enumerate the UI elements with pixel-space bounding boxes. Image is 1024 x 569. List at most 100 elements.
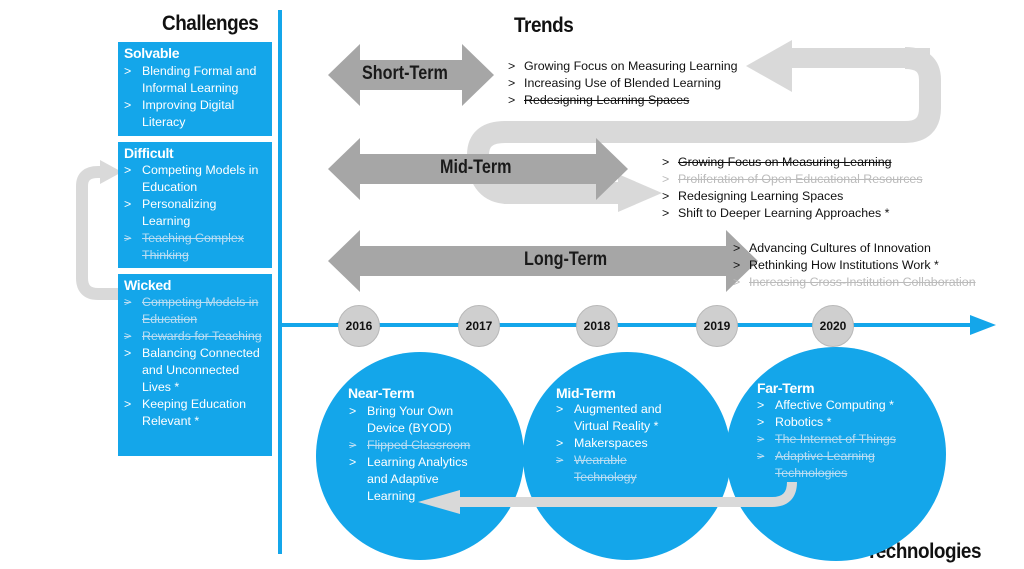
year-marker: 2020 [812, 305, 854, 347]
trend-item-text: Proliferation of Open Educational Resour… [678, 172, 923, 186]
timeline-axis [282, 323, 972, 327]
trend-item: > Redesigning Learning Spaces [508, 92, 689, 109]
bullet-arrow-icon: > [662, 189, 670, 203]
challenge-item-text: Relevant * [142, 414, 200, 428]
return-arrow-path [458, 481, 797, 507]
challenge-item-text: Keeping Education [142, 397, 247, 411]
challenge-box-title: Wicked [124, 277, 172, 293]
challenges-heading: Challenges [162, 12, 259, 35]
bullet-arrow-icon: > [757, 449, 765, 463]
bullet-arrow-icon: > [733, 258, 741, 272]
short-term-arrow [328, 44, 494, 106]
year-marker: 2018 [576, 305, 618, 347]
bullet-arrow-icon: > [757, 432, 765, 446]
trends-heading: Trends [514, 14, 574, 37]
technology-item-text: and Adaptive [367, 472, 439, 486]
challenge-item-text: Literacy [142, 115, 186, 129]
bullet-arrow-icon: > [508, 59, 516, 73]
trend-item: > Redesigning Learning Spaces [662, 188, 843, 205]
trend-item-text: Rethinking How Institutions Work * [749, 258, 939, 272]
bullet-arrow-icon: > [124, 231, 132, 245]
long-term-label: Long-Term [524, 249, 608, 270]
technology-item-text: Virtual Reality * [574, 419, 659, 433]
technology-item: >The Internet of Things [757, 431, 927, 448]
challenge-item-text: Improving Digital [142, 98, 235, 112]
challenge-box-title: Difficult [124, 145, 174, 161]
timeline-arrowhead [970, 315, 996, 335]
challenge-item-text: Competing Models in [142, 163, 259, 177]
challenge-box-difficult: Difficult > Competing Models in Education >… [118, 142, 272, 268]
long-term-arrow [328, 230, 758, 292]
challenge-loop-path [76, 166, 118, 300]
technology-item-text: Wearable [574, 453, 627, 467]
technology-item-text: Learning [367, 489, 416, 503]
bullet-arrow-icon: > [733, 275, 741, 289]
trend-item: >Advancing Cultures of Innovation [733, 240, 931, 257]
trend-loop-arrowhead-right [618, 174, 662, 212]
mid-term-circle [523, 352, 731, 560]
near-term-circle [316, 352, 524, 560]
trend-item-text: Increasing Use of Blended Learning [524, 76, 722, 90]
year-marker: 2017 [458, 305, 500, 347]
year-marker: 2016 [338, 305, 380, 347]
challenge-item-text: Teaching Complex [142, 231, 244, 245]
technology-item-text: Flipped Classroom [367, 438, 471, 452]
bullet-arrow-icon: > [556, 402, 564, 416]
bullet-arrow-icon: > [662, 206, 670, 220]
mid-term-arrow [328, 138, 628, 200]
challenge-item-text: Informal Learning [142, 81, 239, 95]
challenge-item-text: and Unconnected [142, 363, 240, 377]
trend-item-text: Growing Focus on Measuring Learning [524, 59, 738, 73]
technology-item-text: Bring Your Own [367, 404, 454, 418]
technology-item-text: Affective Computing * [775, 398, 894, 412]
technology-item: >Flipped Classroom [349, 437, 519, 454]
bullet-arrow-icon: > [124, 197, 132, 211]
trend-item: >Increasing Cross-Institution Collaborat… [733, 274, 976, 291]
challenge-item-text: Education [142, 180, 198, 194]
trend-item-text: Growing Focus on Measuring Learning [678, 155, 892, 169]
bullet-arrow-icon: > [508, 93, 516, 107]
short-term-label: Short-Term [362, 63, 448, 84]
challenge-loop-arrowhead [100, 160, 122, 184]
bullet-arrow-icon: > [124, 295, 132, 309]
far-term-title: Far-Term [757, 380, 815, 396]
technology-item-text: Makerspaces [574, 436, 648, 450]
trend-item: > Proliferation of Open Educational Resou… [662, 171, 923, 188]
technology-item-text: Learning Analytics [367, 455, 468, 469]
far-term-circle [726, 347, 946, 561]
challenge-item: >Rewards for Teaching [124, 328, 270, 345]
technology-item-text: Robotics * [775, 415, 832, 429]
trend-item-text: Redesigning Learning Spaces [678, 189, 844, 203]
trend-item: >Shift to Deeper Learning Approaches * [662, 205, 889, 222]
bullet-arrow-icon: > [556, 453, 564, 467]
bullet-arrow-icon: > [733, 241, 741, 255]
mid-term-label: Mid-Term [440, 157, 512, 178]
bullet-arrow-icon: > [124, 346, 132, 360]
challenge-item-text: Learning [142, 214, 191, 228]
trend-item: > Rethinking How Institutions Work * [733, 257, 939, 274]
trend-loop-arrowhead-left [746, 40, 792, 92]
trend-item-text: Redesigning Learning Spaces [524, 93, 690, 107]
bullet-arrow-icon: > [662, 172, 670, 186]
challenge-item-text: Personalizing [142, 197, 217, 211]
challenge-item-text: Lives * [142, 380, 180, 394]
bullet-arrow-icon: > [349, 455, 357, 469]
technology-item-text: Technology [574, 470, 637, 484]
challenge-item-text: Thinking [142, 248, 189, 262]
trend-item: >Growing Focus on Measuring Learning [662, 154, 892, 171]
bullet-arrow-icon: > [124, 397, 132, 411]
